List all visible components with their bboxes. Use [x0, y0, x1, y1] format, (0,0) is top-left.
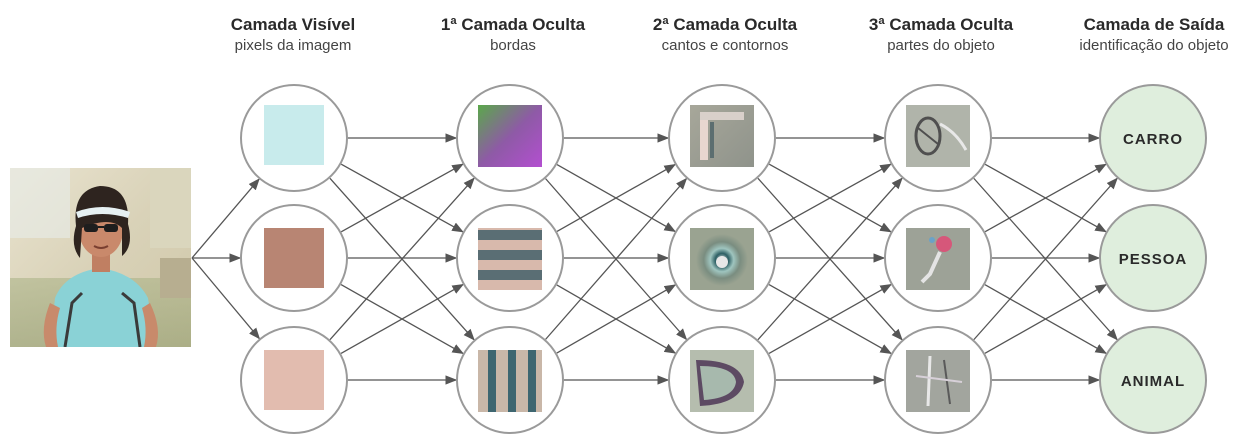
node-h3-2 — [884, 204, 992, 312]
vertical-stripes-icon — [478, 350, 542, 412]
face-part-icon — [906, 228, 970, 290]
wheel-part-icon — [906, 105, 970, 167]
layer-title: 2ª Camada Oculta — [652, 15, 798, 34]
connection-arrow — [545, 177, 688, 340]
hidden-layer-2 — [668, 84, 776, 434]
connection-arrow — [984, 163, 1107, 233]
hidden-layer-3 — [884, 84, 992, 434]
pixel-swatch — [264, 228, 324, 288]
connection-arrow — [768, 163, 892, 233]
layer-header-hidden-2: 2ª Camada Oculta cantos e contornos — [615, 14, 835, 56]
node-h3-1 — [884, 84, 992, 192]
output-node-animal: ANIMAL — [1099, 326, 1207, 434]
woman-photo-icon — [10, 168, 191, 347]
curve-feature-icon — [690, 350, 754, 412]
node-h3-3 — [884, 326, 992, 434]
output-label: ANIMAL — [1121, 373, 1185, 390]
horizontal-stripes-icon — [478, 228, 542, 290]
output-layer: CARRO PESSOA ANIMAL — [1099, 84, 1207, 434]
connection-arrow — [984, 284, 1108, 354]
hidden-layer-1 — [456, 84, 564, 434]
layer-title: 3ª Camada Oculta — [868, 15, 1014, 34]
connection-arrow — [556, 284, 677, 354]
node-h2-3 — [668, 326, 776, 434]
layer-subtitle: pixels da imagem — [234, 37, 352, 54]
visible-layer — [240, 84, 348, 434]
layer-title: Camada Visível — [230, 15, 356, 34]
connection-arrow — [329, 177, 475, 341]
pixel-swatch — [264, 350, 324, 410]
input-arrow — [191, 257, 261, 340]
node-h2-2 — [668, 204, 776, 312]
layer-title: Camada de Saída — [1083, 15, 1225, 34]
layer-title: 1ª Camada Oculta — [440, 15, 586, 34]
connections — [191, 133, 1118, 385]
connection-arrow — [768, 283, 893, 355]
layer-subtitle: bordas — [490, 37, 536, 54]
layer-subtitle: cantos e contornos — [661, 37, 789, 54]
node-h2-1 — [668, 84, 776, 192]
connection-arrow — [973, 177, 1118, 341]
edge-gradient-icon — [478, 105, 542, 167]
connection-arrow — [556, 164, 677, 232]
layer-header-hidden-1: 1ª Camada Oculta bordas — [403, 14, 623, 56]
layer-header-output: Camada de Saída identificação do objeto — [1044, 14, 1248, 56]
output-node-pessoa: PESSOA — [1099, 204, 1207, 312]
layer-header-visible: Camada Visível pixels da imagem — [183, 14, 403, 56]
input-image — [10, 168, 191, 347]
node-h1-3 — [456, 326, 564, 434]
input-arrow — [191, 178, 260, 259]
connection-arrow — [340, 283, 465, 355]
pixel-swatch — [264, 105, 324, 165]
connection-arrow — [340, 163, 464, 233]
body-part-icon — [906, 350, 970, 412]
layer-subtitle: identificação do objeto — [1079, 37, 1229, 54]
layer-header-hidden-3: 3ª Camada Oculta partes do objeto — [831, 14, 1051, 56]
circle-feature-icon — [690, 228, 754, 290]
output-node-carro: CARRO — [1099, 84, 1207, 192]
node-h1-1 — [456, 84, 564, 192]
output-label: CARRO — [1123, 131, 1183, 148]
output-label: PESSOA — [1119, 251, 1188, 268]
corner-feature-icon — [690, 105, 754, 167]
node-h1-2 — [456, 204, 564, 312]
connection-arrow — [757, 177, 903, 341]
node-visible-3 — [240, 326, 348, 434]
node-visible-2 — [240, 204, 348, 312]
node-visible-1 — [240, 84, 348, 192]
layer-subtitle: partes do objeto — [887, 37, 995, 54]
